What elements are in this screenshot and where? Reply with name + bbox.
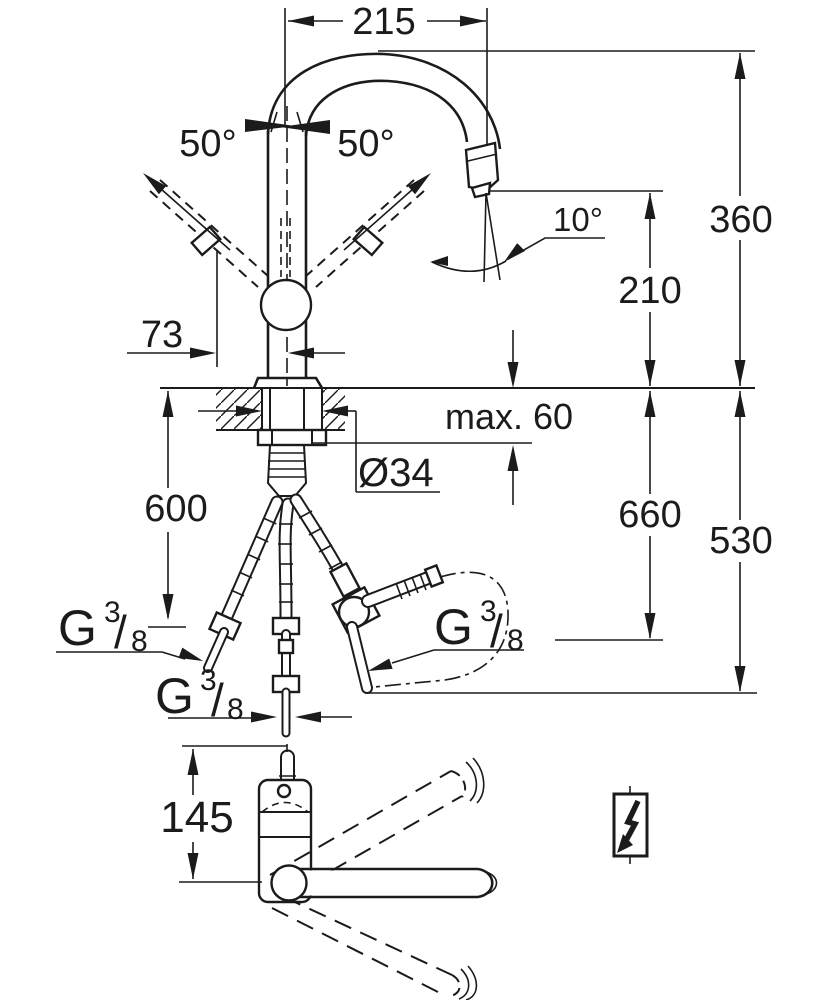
- thread-numerator: 3: [200, 664, 217, 697]
- thread-letter: G: [58, 600, 97, 656]
- thread-letter: G: [155, 668, 194, 724]
- dim-660: 660: [555, 391, 682, 641]
- supply-hoses: [203, 493, 445, 738]
- worktop-section: [160, 387, 755, 497]
- dim-360: 360: [378, 50, 773, 386]
- thread-numerator: 3: [104, 596, 121, 629]
- dim-label-dia34: Ø34: [358, 451, 434, 495]
- handle-swing-indicator: [143, 119, 431, 288]
- thread-slash: /: [490, 605, 503, 657]
- dim-215: 215: [284, 1, 488, 146]
- dim-10deg: 10°: [430, 192, 605, 283]
- dim-label-10deg: 10°: [553, 201, 603, 238]
- thread-slash: /: [114, 606, 127, 658]
- dim-label-73: 73: [141, 314, 183, 356]
- faucet-top-view: [257, 744, 498, 1000]
- dim-label-600: 600: [144, 488, 207, 530]
- dim-label-660: 660: [618, 494, 681, 536]
- thread-numerator: 3: [480, 595, 497, 628]
- pullout-hose-path: [373, 571, 509, 688]
- dim-530: 530: [365, 391, 773, 694]
- faucet-side-view: [252, 52, 502, 389]
- dim-label-50-left: 50°: [179, 123, 236, 165]
- dim-dia34: Ø34: [198, 405, 440, 495]
- electrical-symbol: [612, 786, 649, 864]
- thread-denominator: 8: [507, 624, 524, 657]
- dim-label-210: 210: [618, 270, 681, 312]
- dim-600: 600: [144, 391, 208, 628]
- thread-label-right: G 3 / 8: [368, 595, 524, 671]
- thread-letter: G: [434, 599, 473, 655]
- thread-label-left: G 3 / 8: [56, 596, 203, 661]
- thread-label-bottom: G 3 / 8: [155, 664, 352, 726]
- thread-denominator: 8: [227, 693, 244, 726]
- dim-label-215: 215: [352, 1, 415, 43]
- dim-label-145: 145: [160, 793, 233, 842]
- thread-slash: /: [211, 674, 224, 726]
- dim-210: 210: [490, 190, 682, 386]
- dim-145: 145: [160, 745, 287, 883]
- lightning-bolt-icon: [617, 799, 641, 853]
- dim-max60: max. 60: [445, 330, 573, 505]
- dim-label-max60: max. 60: [445, 396, 573, 437]
- dim-73: 73: [127, 250, 345, 367]
- dim-label-360: 360: [709, 199, 772, 241]
- dim-label-50-right: 50°: [337, 123, 394, 165]
- thread-denominator: 8: [131, 625, 148, 658]
- dim-label-530: 530: [709, 520, 772, 562]
